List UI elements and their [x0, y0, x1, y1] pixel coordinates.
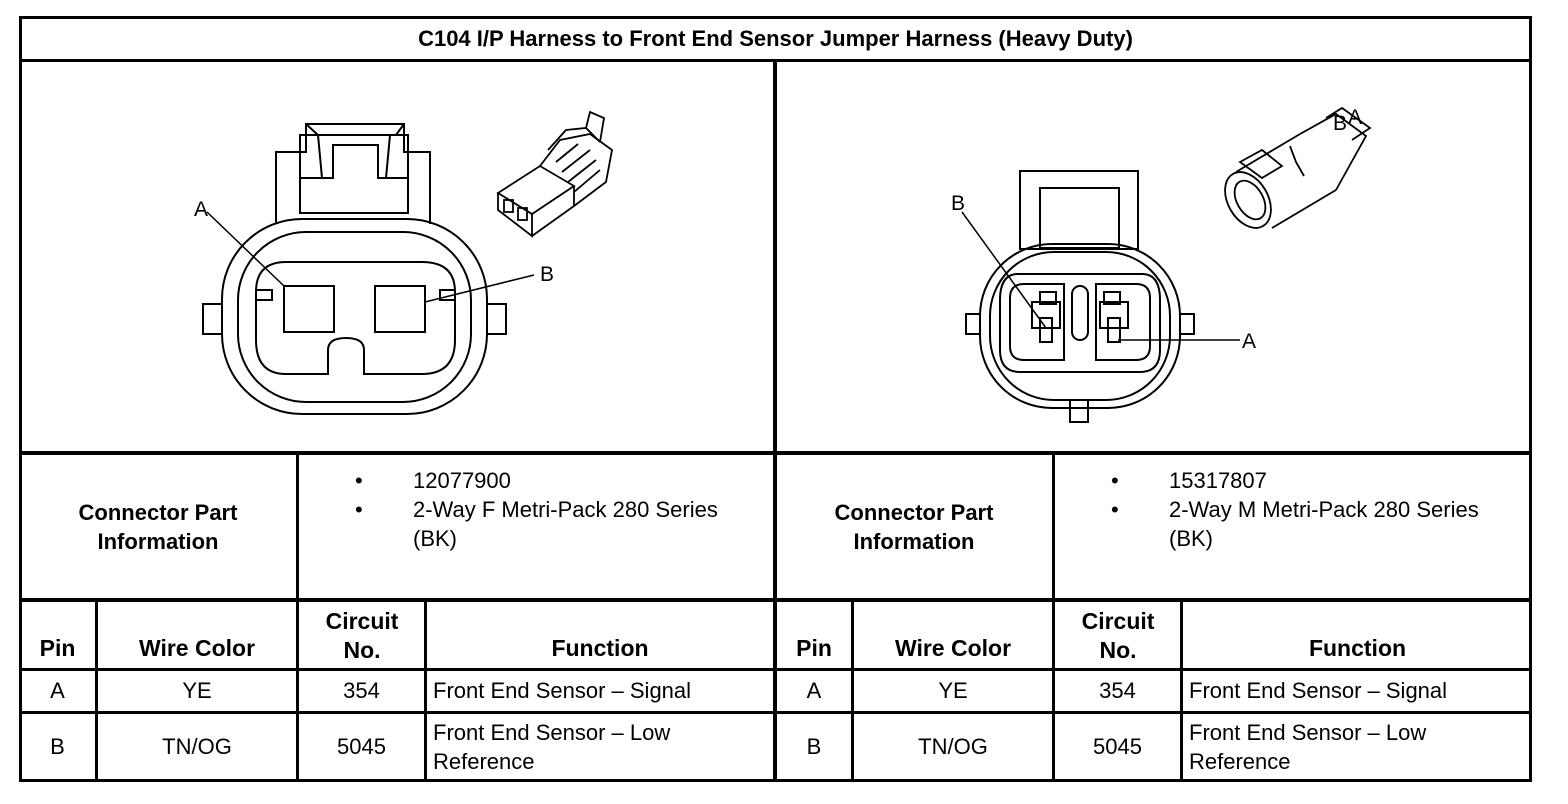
connector-parts-left: 12077900 2-Way F Metri-Pack 280 Series (… [355, 466, 765, 596]
diagram-label-pin-b: B [540, 263, 554, 286]
connector-parts-right: 15317807 2-Way M Metri-Pack 280 Series (… [1111, 466, 1526, 596]
right-pin-divider [851, 598, 854, 782]
table-cell-pin: B [806, 734, 822, 759]
col-header-circuit: Circuit No. [1081, 608, 1155, 663]
male-connector-iso-icon: B A [1224, 106, 1372, 229]
left-pin-divider [95, 598, 98, 782]
col-header-circuit: Circuit No. [325, 608, 399, 663]
part-number: 15317807 [1111, 466, 1526, 495]
part-description: 2-Way M Metri-Pack 280 Series (BK) [1111, 495, 1526, 553]
table-cell-wire-color: TN/OG [162, 734, 232, 759]
col-header-function: Function [1308, 635, 1407, 661]
left-info-divider [296, 451, 299, 782]
diagram-label-pin-a-male: A [1242, 330, 1256, 353]
table-cell-function: Front End Sensor – Signal [433, 678, 692, 703]
table-cell-function: Front End Sensor – Low Reference [433, 720, 671, 774]
diagram-title: C104 I/P Harness to Front End Sensor Jum… [418, 26, 1133, 51]
connector-info-label-left: Connector Part Information [78, 499, 238, 554]
col-header-function: Function [551, 635, 649, 661]
col-header-wire-color: Wire Color [894, 635, 1012, 661]
col-header-pin: Pin [796, 635, 832, 661]
connector-info-label-right: Connector Part Information [834, 499, 994, 554]
table-cell-function: Front End Sensor – Low Reference [1189, 720, 1427, 774]
right-info-divider [1052, 451, 1055, 782]
table-cell-circuit: 354 [343, 678, 380, 703]
svg-text:A: A [1348, 106, 1362, 129]
table-cell-pin: A [50, 678, 65, 703]
table-cell-circuit: 5045 [1093, 734, 1142, 759]
table-cell-circuit: 5045 [337, 734, 386, 759]
svg-text:B: B [1333, 112, 1347, 135]
table-cell-circuit: 354 [1099, 678, 1136, 703]
center-divider [773, 59, 777, 782]
table-cell-pin: A [806, 678, 822, 703]
col-header-wire-color: Wire Color [138, 635, 256, 661]
part-number: 12077900 [355, 466, 765, 495]
table-cell-wire-color: YE [938, 678, 968, 703]
right-circuit-divider [1180, 598, 1183, 782]
diagram-label-pin-a: A [194, 198, 208, 221]
part-description: 2-Way F Metri-Pack 280 Series (BK) [355, 495, 765, 553]
table-cell-function: Front End Sensor – Signal [1189, 678, 1448, 703]
col-header-pin: Pin [39, 635, 76, 661]
table-cell-wire-color: YE [182, 678, 212, 703]
left-circuit-divider [424, 598, 427, 782]
diagram-label-pin-b-male: B [951, 192, 965, 215]
table-cell-pin: B [50, 734, 65, 759]
table-cell-wire-color: TN/OG [918, 734, 988, 759]
female-connector-iso-icon [496, 110, 613, 238]
